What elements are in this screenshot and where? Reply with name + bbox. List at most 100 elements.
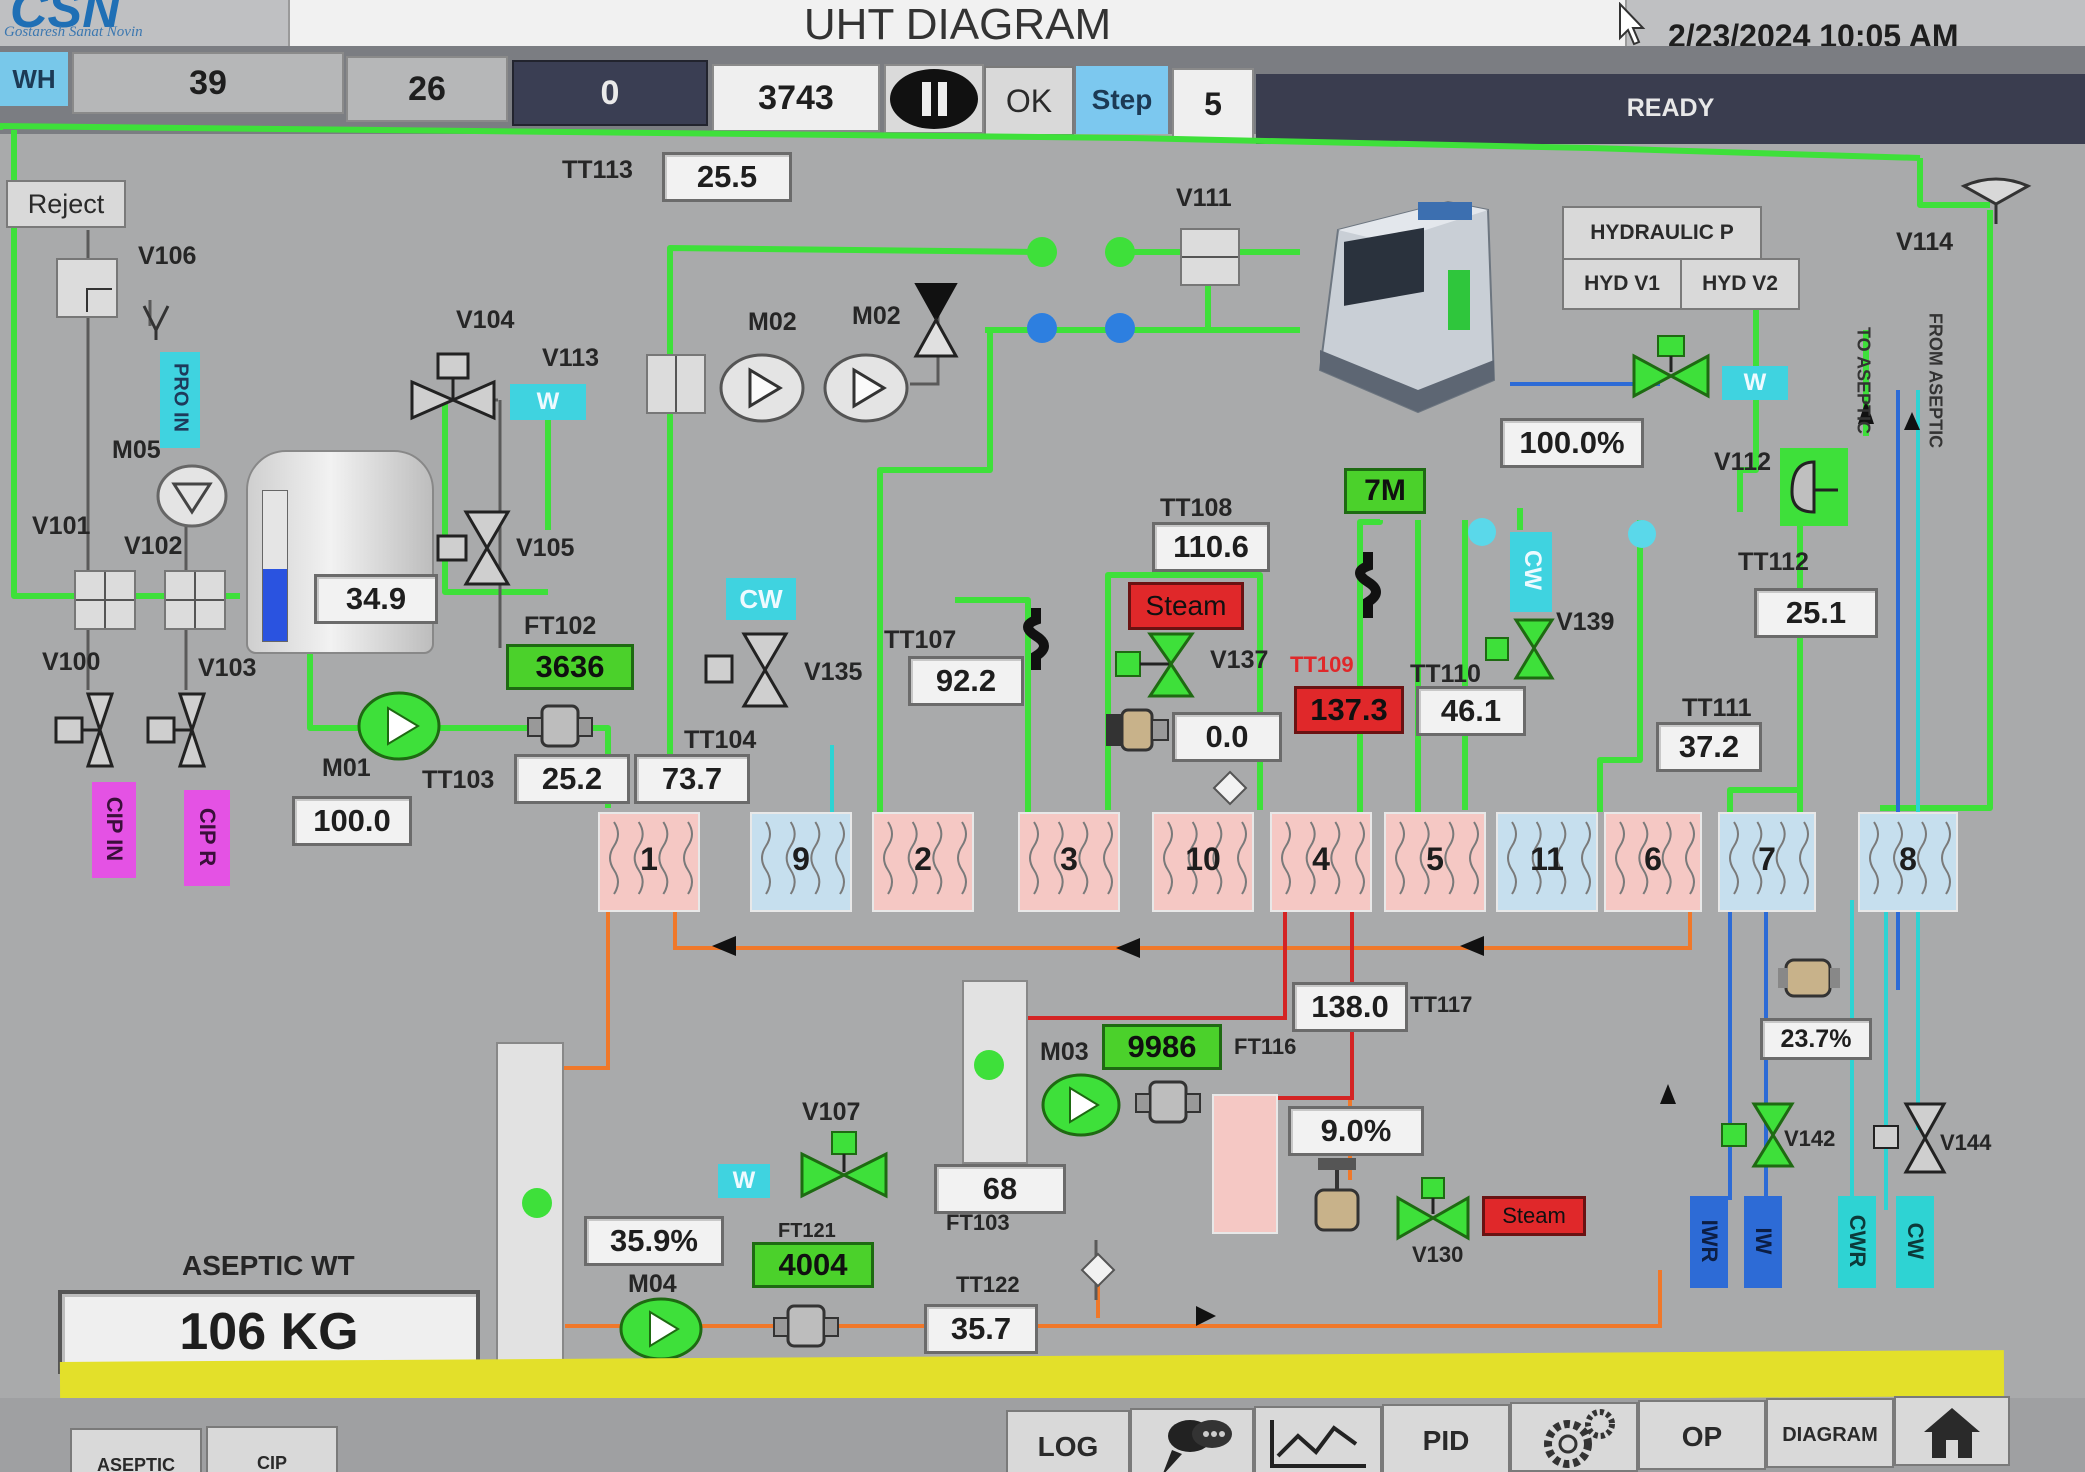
heat-exchanger-9: 9 bbox=[750, 812, 852, 912]
m03-pump-icon[interactable] bbox=[1040, 1072, 1122, 1138]
v144-label: V144 bbox=[1940, 1130, 1992, 1155]
v103-valve-icon[interactable] bbox=[146, 690, 226, 770]
v100-label: V100 bbox=[42, 648, 101, 676]
home-button[interactable] bbox=[1894, 1396, 2010, 1466]
tt107-value: 92.2 bbox=[908, 656, 1024, 706]
v111-valve[interactable] bbox=[1180, 228, 1240, 286]
v101-valve[interactable] bbox=[74, 570, 136, 630]
water-valve-icon[interactable] bbox=[1630, 334, 1714, 402]
page-title: UHT DIAGRAM bbox=[803, 0, 1112, 49]
m02-pump-1-icon[interactable] bbox=[718, 352, 806, 424]
v139-valve-icon[interactable] bbox=[1484, 616, 1564, 682]
v100-valve-icon[interactable] bbox=[54, 690, 134, 770]
diagram-button[interactable]: DIAGRAM bbox=[1766, 1398, 1894, 1468]
m05-pump-icon[interactable] bbox=[154, 462, 230, 530]
logo: CSN Gostaresh Sanat Novin bbox=[0, 0, 230, 40]
v113-label: V113 bbox=[542, 344, 600, 372]
cw-bottom-label: CW bbox=[1903, 1222, 1928, 1260]
alarms-button[interactable] bbox=[1130, 1408, 1254, 1472]
hx-7-label: 7 bbox=[1758, 841, 1776, 877]
log-button[interactable]: LOG bbox=[1006, 1410, 1130, 1472]
m01-pump-icon[interactable] bbox=[356, 690, 442, 762]
settings-button[interactable] bbox=[1510, 1402, 1638, 1472]
m04-pump-icon[interactable] bbox=[618, 1296, 704, 1362]
tt113-label: TT113 bbox=[562, 156, 633, 184]
iwr-label: IWR bbox=[1697, 1219, 1722, 1263]
v106-valve[interactable] bbox=[56, 258, 118, 318]
m04-label: M04 bbox=[628, 1270, 677, 1298]
tt112-value: 25.1 bbox=[1754, 588, 1878, 638]
w-tag-1: W bbox=[510, 384, 586, 420]
trend-button[interactable] bbox=[1254, 1406, 1382, 1472]
v101-label: V101 bbox=[32, 512, 91, 540]
cw-vertical-tag: CW bbox=[1510, 532, 1552, 612]
v144-valve-icon[interactable] bbox=[1872, 1100, 1954, 1176]
cwr-label: CWR bbox=[1845, 1214, 1870, 1268]
v142-label: V142 bbox=[1784, 1126, 1836, 1151]
v105-valve-icon[interactable] bbox=[436, 508, 524, 588]
percent-9-value: 9.0% bbox=[1288, 1106, 1424, 1156]
v111-label: V111 bbox=[1176, 184, 1232, 212]
tt112-label: TT112 bbox=[1738, 548, 1809, 576]
ft103-label: FT103 bbox=[946, 1210, 1010, 1235]
v130-valve-icon[interactable] bbox=[1394, 1176, 1472, 1242]
cooling-control-valve-icon[interactable] bbox=[1776, 950, 1844, 1008]
cw-bottom-tag: CW bbox=[1896, 1196, 1934, 1288]
v103-label: V103 bbox=[198, 654, 257, 682]
state-panel: READY bbox=[1256, 74, 2085, 144]
steam-heater bbox=[1212, 1094, 1278, 1234]
tt117-value: 138.0 bbox=[1292, 982, 1408, 1032]
steam-regulating-valve-icon[interactable] bbox=[1304, 1156, 1370, 1234]
plate-pattern bbox=[1869, 821, 1951, 895]
orange-pipes bbox=[560, 896, 1692, 1328]
gear-icon bbox=[1544, 1409, 1615, 1468]
m02-valve-icon[interactable] bbox=[912, 280, 962, 360]
heat-exchanger-2: 2 bbox=[872, 812, 974, 912]
tab-cip[interactable]: CIP bbox=[206, 1426, 338, 1472]
pro-in-label: PRO IN bbox=[169, 363, 192, 432]
cw-vertical-label: CW bbox=[1519, 550, 1546, 590]
cip-in-tag: CIP IN bbox=[92, 782, 136, 878]
iwr-tag: IWR bbox=[1690, 1196, 1728, 1288]
plate-pattern bbox=[1163, 821, 1247, 895]
step-label: Step bbox=[1076, 66, 1168, 134]
v104-valve-icon[interactable] bbox=[408, 352, 502, 428]
hyd-v1-button[interactable]: HYD V1 bbox=[1562, 258, 1682, 310]
status-field-2: 26 bbox=[346, 56, 508, 122]
v135-valve-icon[interactable] bbox=[704, 630, 796, 710]
steam-control-valve-icon[interactable] bbox=[1104, 706, 1170, 754]
hx-8-label: 8 bbox=[1899, 841, 1917, 877]
cip-r-label: CIP R bbox=[195, 807, 220, 867]
ft116-flowmeter-icon[interactable] bbox=[1134, 1078, 1204, 1126]
v107-valve-icon[interactable] bbox=[798, 1130, 890, 1202]
v102-valve[interactable] bbox=[164, 570, 226, 630]
tab-aseptic[interactable]: ASEPTIC bbox=[70, 1428, 202, 1472]
v142-valve-icon[interactable] bbox=[1720, 1100, 1802, 1170]
ft116-value: 9986 bbox=[1102, 1024, 1222, 1070]
ft102-label: FT102 bbox=[524, 612, 597, 640]
v114-valve-icon[interactable] bbox=[1958, 168, 2034, 232]
ok-button[interactable]: OK bbox=[984, 66, 1074, 136]
ft102-flowmeter-icon[interactable] bbox=[526, 702, 596, 750]
hx-4-label: 4 bbox=[1312, 841, 1330, 877]
m02-pump-2-icon[interactable] bbox=[822, 352, 910, 424]
holding-coil-1-icon bbox=[1023, 608, 1049, 670]
tt103-value: 25.2 bbox=[514, 754, 630, 804]
hyd-v2-button[interactable]: HYD V2 bbox=[1680, 258, 1800, 310]
op-button[interactable]: OP bbox=[1638, 1400, 1766, 1470]
heat-exchanger-4: 4 bbox=[1270, 812, 1372, 912]
reject-button[interactable]: Reject bbox=[6, 180, 126, 228]
v112-valve-icon[interactable] bbox=[1778, 446, 1850, 528]
hydraulic-p-button[interactable]: HYDRAULIC P bbox=[1562, 206, 1762, 260]
tt113-value: 25.5 bbox=[662, 152, 792, 202]
heat-exchanger-8: 8 bbox=[1858, 812, 1958, 912]
v137-valve-icon[interactable] bbox=[1114, 630, 1208, 700]
pid-button[interactable]: PID bbox=[1382, 1404, 1510, 1472]
m02a-label: M02 bbox=[748, 308, 797, 336]
v114-label: V114 bbox=[1896, 228, 1954, 256]
ft121-flowmeter-icon[interactable] bbox=[772, 1302, 842, 1350]
v106-label: V106 bbox=[138, 242, 197, 270]
iw-label: IW bbox=[1751, 1227, 1776, 1255]
v104-label: V104 bbox=[456, 306, 515, 334]
